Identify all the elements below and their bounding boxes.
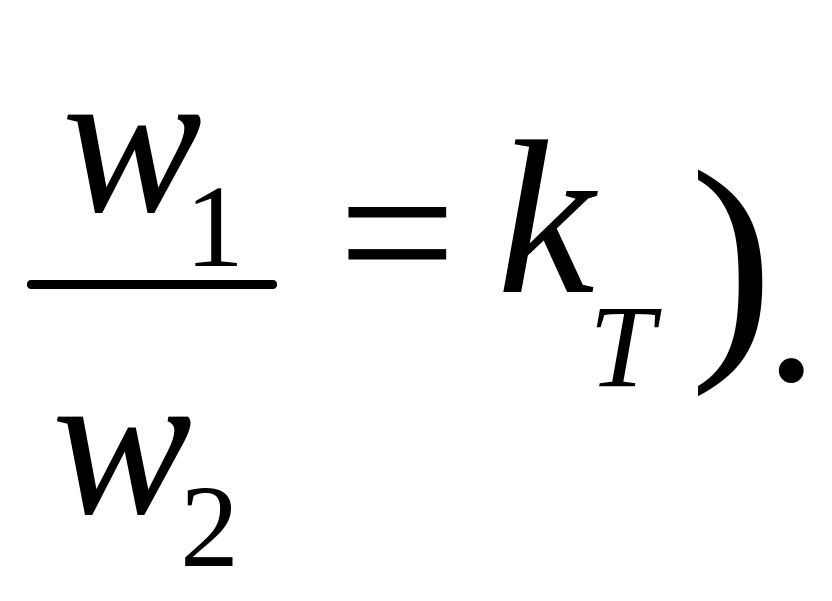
fraction-bar (27, 280, 277, 289)
equals-sign: = (338, 117, 457, 349)
numerator-variable: w (62, 25, 203, 257)
period: . (765, 194, 818, 426)
closing-parenthesis: ) (690, 121, 774, 398)
rhs-subscript: T (589, 281, 655, 412)
rhs-variable: k (497, 96, 595, 340)
denominator-subscript: 2 (180, 461, 239, 592)
numerator-subscript: 1 (185, 161, 244, 292)
denominator-variable: w (52, 327, 193, 559)
